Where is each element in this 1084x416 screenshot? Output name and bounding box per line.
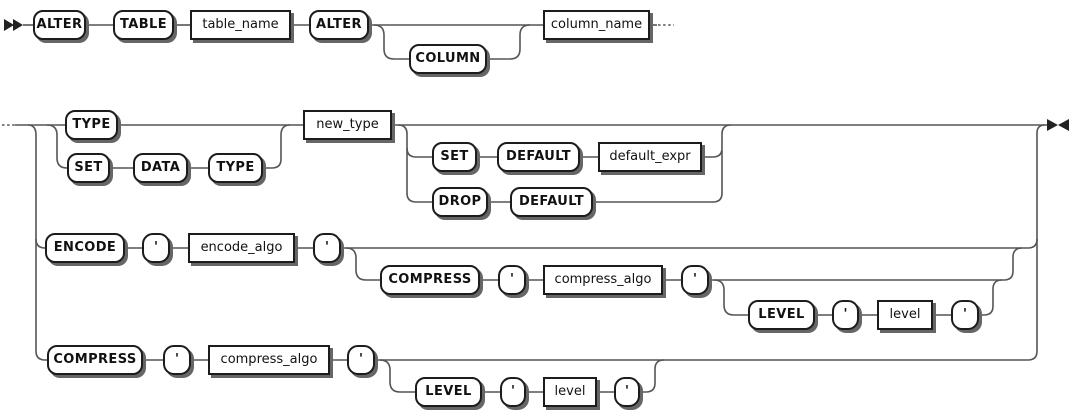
literal-quote: ' — [313, 233, 341, 263]
variable-compress-algo: compress_algo — [543, 265, 663, 295]
keyword-set: SET — [67, 153, 110, 183]
start-arrow-icon — [4, 19, 23, 31]
variable-level: level — [877, 300, 933, 330]
literal-quote: ' — [614, 377, 640, 407]
variable-new-type: new_type — [303, 110, 392, 140]
keyword-table: TABLE — [113, 10, 174, 40]
literal-quote: ' — [832, 300, 859, 330]
keyword-compress-2: COMPRESS — [47, 345, 143, 375]
keyword-type-2: TYPE — [208, 153, 263, 183]
keyword-type: TYPE — [65, 110, 118, 140]
literal-quote: ' — [500, 377, 526, 407]
variable-column-name: column_name — [543, 10, 650, 40]
variable-level-2: level — [543, 377, 597, 407]
variable-default-expr: default_expr — [598, 142, 702, 172]
literal-quote: ' — [951, 300, 979, 330]
keyword-data: DATA — [133, 153, 188, 183]
variable-table-name: table_name — [190, 10, 291, 40]
literal-quote: ' — [142, 233, 170, 263]
literal-quote: ' — [347, 345, 375, 375]
keyword-default: DEFAULT — [497, 142, 580, 172]
variable-encode-algo: encode_algo — [188, 233, 295, 263]
keyword-default-2: DEFAULT — [510, 187, 593, 217]
keyword-compress: COMPRESS — [380, 265, 480, 295]
end-arrow-icon — [1047, 119, 1069, 131]
literal-quote: ' — [163, 345, 191, 375]
keyword-set-default: SET — [432, 142, 477, 172]
keyword-level: LEVEL — [748, 300, 815, 330]
keyword-encode: ENCODE — [45, 233, 125, 263]
variable-compress-algo-2: compress_algo — [208, 345, 330, 375]
keyword-column: COLUMN — [409, 44, 487, 74]
connectors — [2, 24, 1047, 393]
keyword-drop: DROP — [432, 187, 488, 217]
literal-quote: ' — [681, 265, 709, 295]
literal-quote: ' — [498, 265, 526, 295]
keyword-level-2: LEVEL — [415, 377, 482, 407]
keyword-alter: ALTER — [33, 10, 86, 40]
keyword-alter-2: ALTER — [309, 10, 369, 40]
